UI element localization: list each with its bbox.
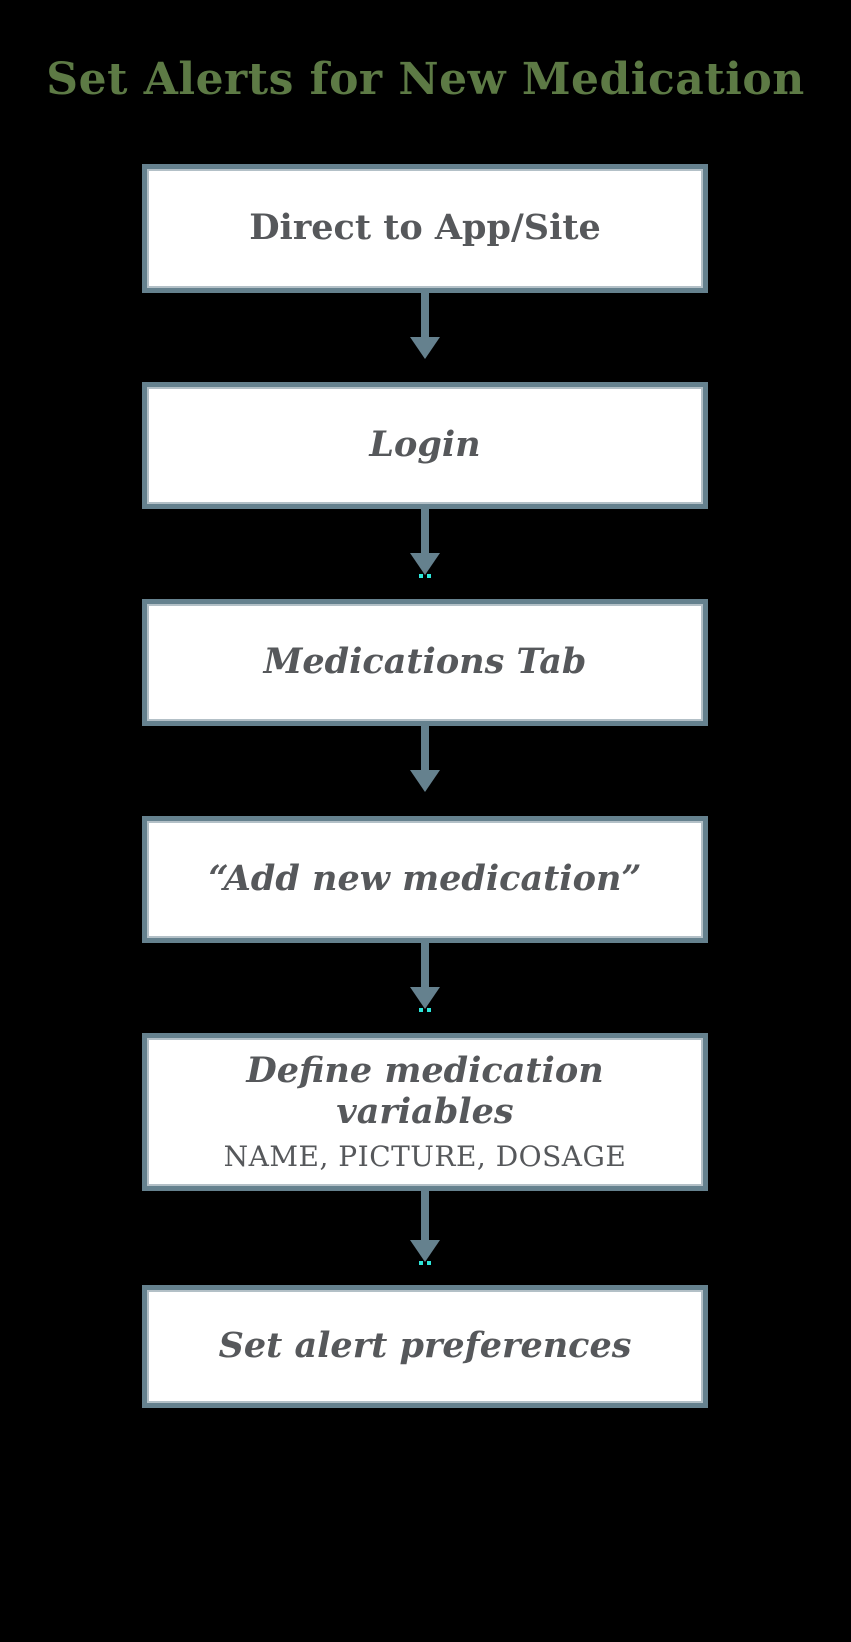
- arrow-stem: [421, 507, 429, 553]
- render-artifact-dot: [419, 574, 423, 578]
- render-artifact-dot: [427, 1261, 431, 1265]
- flow-step-label: Direct to App/Site: [249, 207, 601, 249]
- flow-step-label: Set alert preferences: [218, 1325, 632, 1367]
- arrow-stem: [421, 724, 429, 770]
- render-artifact-dot: [419, 1008, 423, 1012]
- arrow-head: [410, 337, 440, 359]
- arrow-head: [410, 987, 440, 1009]
- flow-step-add-new-medication: “Add new medication”: [142, 816, 708, 943]
- arrow-stem: [421, 1189, 429, 1240]
- flow-step-set-alert-preferences: Set alert preferences: [142, 1285, 708, 1408]
- down-arrow-icon: [406, 724, 444, 792]
- down-arrow-icon: [406, 507, 444, 575]
- flow-step-define-medication-variables: Define medication variables NAME, PICTUR…: [142, 1033, 708, 1191]
- flow-step-login: Login: [142, 382, 708, 509]
- down-arrow-icon: [406, 941, 444, 1009]
- flow-step-label: Medications Tab: [263, 641, 587, 683]
- flow-step-sublabel: NAME, PICTURE, DOSAGE: [223, 1139, 627, 1173]
- flow-step-label: Define medication variables: [246, 1050, 604, 1132]
- arrow-stem: [421, 291, 429, 337]
- arrow-head: [410, 770, 440, 792]
- arrow-stem: [421, 941, 429, 987]
- flow-step-direct-to-app-site: Direct to App/Site: [142, 164, 708, 293]
- diagram-title: Set Alerts for New Medication: [46, 54, 805, 105]
- flow-step-label: “Add new medication”: [208, 858, 642, 900]
- flow-step-medications-tab: Medications Tab: [142, 599, 708, 726]
- down-arrow-icon: [406, 291, 444, 359]
- arrow-head: [410, 1240, 440, 1262]
- render-artifact-dot: [419, 1261, 423, 1265]
- down-arrow-icon: [406, 1189, 444, 1262]
- flow-step-label: Login: [369, 424, 481, 466]
- render-artifact-dot: [427, 574, 431, 578]
- arrow-head: [410, 553, 440, 575]
- render-artifact-dot: [427, 1008, 431, 1012]
